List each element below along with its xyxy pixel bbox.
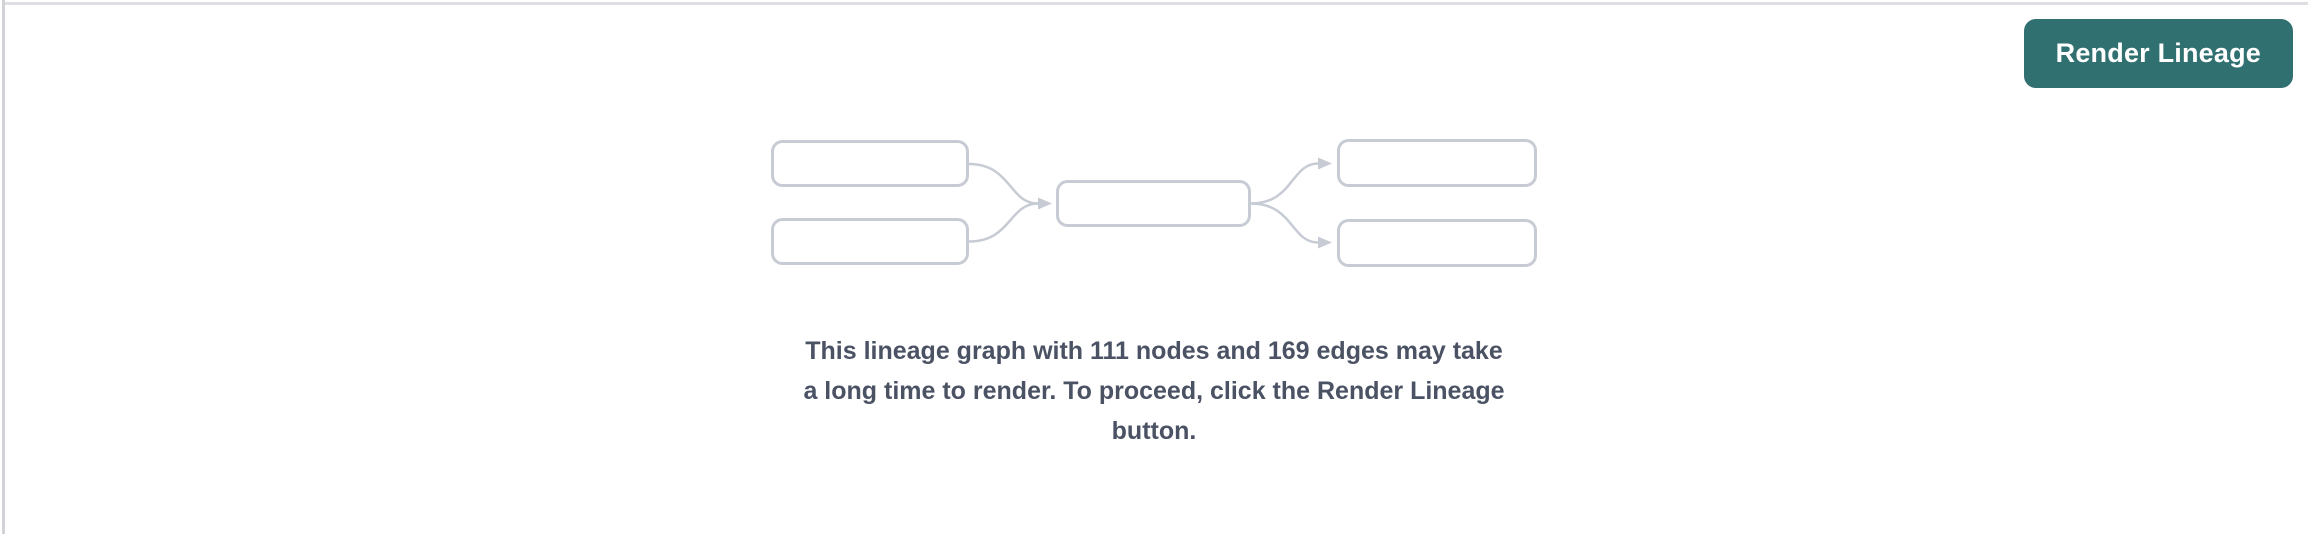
illustration-nodes: [771, 139, 1537, 267]
render-warning-line-3: button.: [1111, 417, 1197, 445]
render-warning-line-1: This lineage graph with 111 nodes and 16…: [805, 337, 1503, 365]
lineage-graph-illustration-icon: [771, 139, 1537, 267]
top-divider: [5, 2, 2308, 5]
illustration-edges: [968, 162, 1319, 244]
render-lineage-button[interactable]: Render Lineage: [2023, 19, 2293, 88]
render-lineage-button-label: Render Lineage: [2055, 38, 2261, 68]
render-warning-message: This lineage graph with 111 nodes and 16…: [704, 331, 1604, 451]
render-warning-line-2: a long time to render. To proceed, click…: [803, 377, 1505, 405]
left-divider: [2, 0, 5, 534]
illustration-arrowheads: [1038, 157, 1332, 249]
